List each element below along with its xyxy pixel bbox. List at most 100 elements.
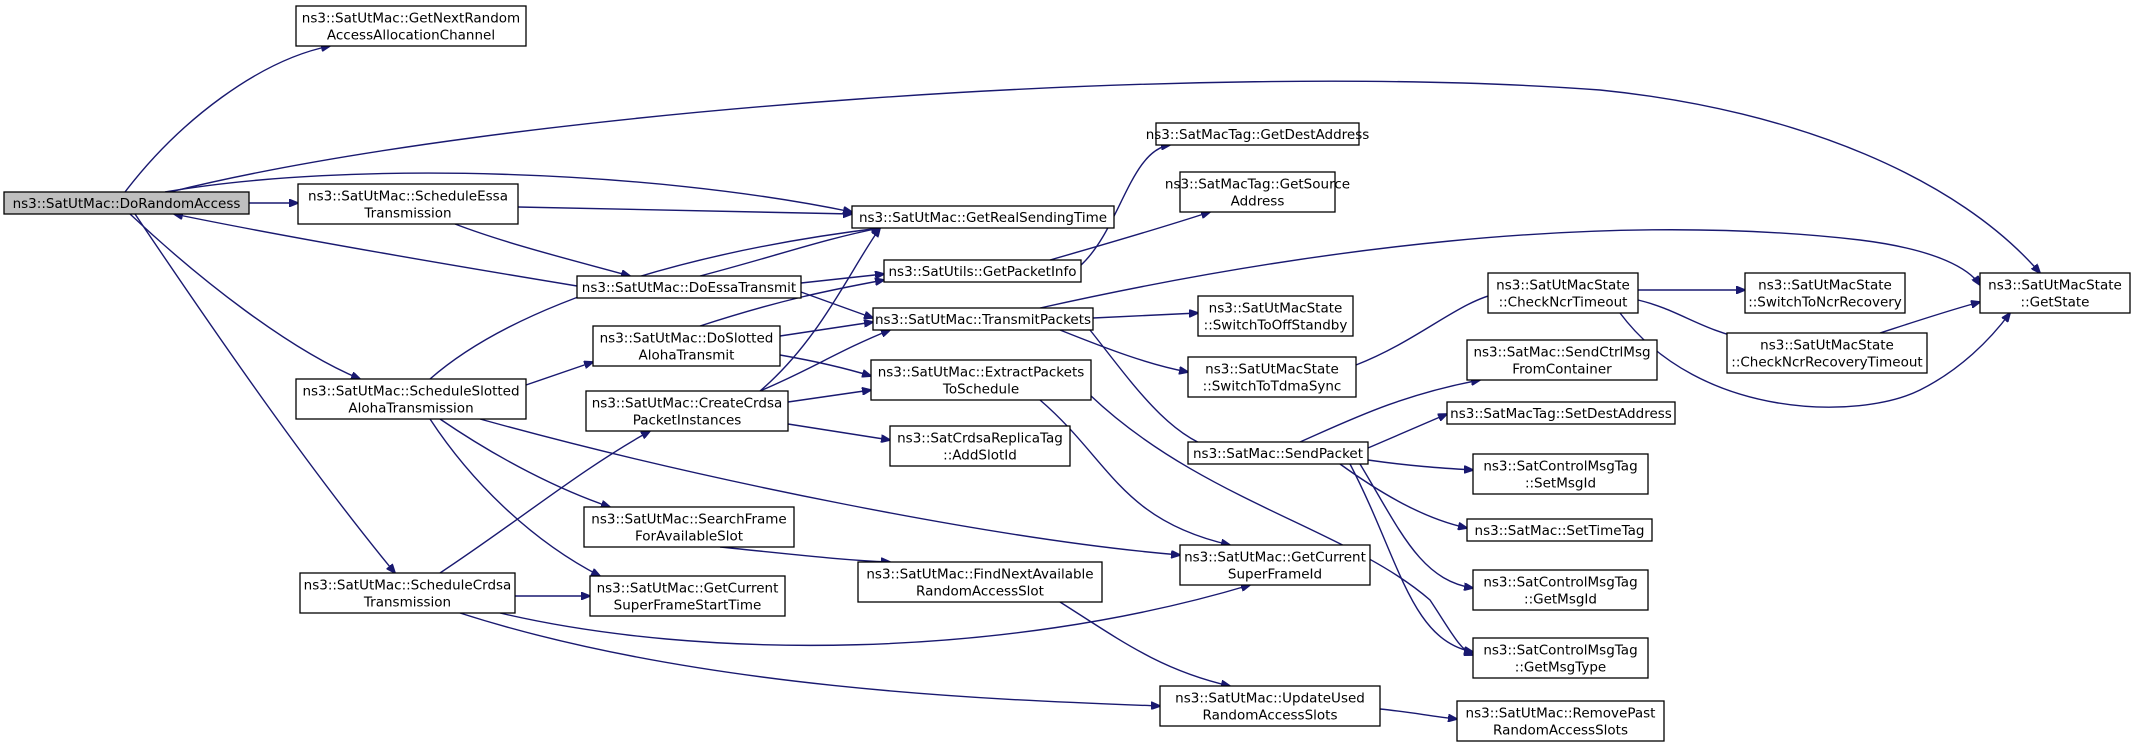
call-edge [800,291,873,318]
call-edge [719,546,890,562]
call-edge-n4-to-n7 [454,223,630,276]
node-box [1979,272,2131,314]
function-node[interactable]: ns3::SatUtMac::GetCurrentSuperFrameStart… [589,575,786,617]
function-node[interactable]: ns3::SatUtMacState::CheckNcrTimeout [1487,272,1639,314]
function-node[interactable]: ns3::SatMac::SetTimeTag [1466,518,1653,542]
function-node[interactable]: ns3::SatUtMacState::CheckNcrRecoveryTime… [1726,332,1928,374]
call-edge-n5-to-n16 [439,418,610,507]
call-edge [1092,313,1198,319]
node-label-line: ns3::SatMacTag::SetDestAddress [1450,406,1672,422]
call-edge-n8-to-n11 [1049,212,1210,261]
node-box [857,561,1103,603]
node-label-line: ns3::SatMac::SendCtrlMsg [1473,345,1650,361]
node-label-line: ns3::SatUtMac::ScheduleEssa [308,189,508,205]
call-edge [699,280,884,327]
function-node[interactable]: ns3::SatUtMac::CreateCrdsaPacketInstance… [585,390,789,432]
function-node[interactable]: ns3::SatMacTag::GetDestAddress [1146,122,1370,146]
call-edge [479,418,1180,555]
call-edge-n26-to-n2 [1879,302,1980,334]
node-box [889,425,1071,467]
node-box [1466,518,1653,542]
function-node[interactable]: ns3::SatUtMac::GetNextRandomAccessAlloca… [295,5,527,47]
call-edge [699,228,880,277]
call-edge-n18-to-n20 [1059,601,1230,686]
call-edge-n7-to-n3 [699,228,880,277]
function-node[interactable]: ns3::SatControlMsgTag::GetMsgId [1472,569,1649,611]
node-label-line: ns3::SatUtils::GetPacketInfo [889,264,1077,280]
node-label-line: ::SwitchToOffStandby [1204,318,1348,334]
function-node[interactable]: ns3::SatUtMac::SearchFrameForAvailableSl… [583,506,795,548]
function-node[interactable]: ns3::SatCrdsaReplicaTag::AddSlotId [889,425,1071,467]
node-box [1155,122,1360,146]
call-edge [1039,399,1230,545]
node-label-line: ns3::SatUtMac::RemovePast [1466,706,1656,722]
function-node[interactable]: ns3::SatUtMacState::SwitchToOffStandby [1197,295,1354,337]
function-node[interactable]: ns3::SatControlMsgTag::SetMsgId [1472,453,1649,495]
call-edge-n9-to-n21 [1092,313,1198,319]
node-label-line: ns3::SatUtMac::GetCurrent [597,581,779,597]
function-node[interactable]: ns3::SatMacTag::SetDestAddress [1446,401,1676,425]
node-box [1472,569,1649,611]
function-node[interactable]: ns3::SatUtMacState::SwitchToNcrRecovery [1744,272,1906,314]
node-box [1187,441,1369,465]
node-box [583,506,795,548]
function-node[interactable]: ns3::SatUtMac::FindNextAvailableRandomAc… [857,561,1103,603]
function-node[interactable]: ns3::SatUtMac::DoEssaTransmit [576,275,802,299]
node-label-line: ns3::SatUtMac::GetNextRandom [302,11,520,27]
call-edge-n9-to-n22 [1059,329,1188,372]
call-edge [169,80,2040,273]
call-edge-n8-to-n10 [1079,145,1170,267]
function-node[interactable]: ns3::SatUtils::GetPacketInfo [883,259,1082,283]
call-edge-n14-to-n15 [787,423,890,440]
node-label-line: SuperFrameId [1228,567,1322,583]
function-node[interactable]: ns3::SatUtMacState::SwitchToTdmaSync [1187,356,1357,398]
call-edge-n12-to-n9 [779,322,873,337]
call-edge [499,585,1250,647]
function-node[interactable]: ns3::SatMac::SendPacket [1187,441,1369,465]
function-node[interactable]: ns3::SatUtMac::GetRealSendingTime [851,205,1115,229]
node-box [3,191,250,215]
function-node[interactable]: ns3::SatUtMac::UpdateUsedRandomAccessSlo… [1159,685,1381,727]
node-label-line: ns3::SatUtMacState [1209,301,1343,317]
call-edge [1349,463,1473,652]
call-edge-n22-to-n23 [1355,293,1500,366]
node-box [883,259,1082,283]
call-edge-n14-to-n13 [787,390,871,403]
call-edge [429,418,600,576]
node-label-line: ns3::SatMac::SendPacket [1193,446,1363,462]
function-node[interactable]: ns3::SatUtMac::ScheduleSlottedAlohaTrans… [295,378,527,420]
function-nodes: ns3::SatUtMac::DoRandomAccessns3::SatUtM… [3,5,2131,742]
node-box [1179,171,1336,213]
node-label-line: ns3::SatUtMac::DoSlotted [600,331,774,347]
function-node[interactable]: ns3::SatUtMac::RemovePastRandomAccessSlo… [1456,700,1665,742]
function-node[interactable]: ns3::SatUtMacState::GetState [1979,272,2131,314]
root-function-node[interactable]: ns3::SatUtMac::DoRandomAccess [3,191,250,215]
call-edge [164,172,852,212]
call-edge [1059,601,1230,686]
node-label-line: ns3::SatUtMac::TransmitPackets [875,312,1091,328]
node-label-line: ns3::SatUtMac::ExtractPackets [878,365,1085,381]
node-box [1197,295,1354,337]
node-label-line: RandomAccessSlots [1202,708,1337,724]
call-edge-n14-to-n3 [759,228,880,392]
node-box [297,183,519,225]
node-box [1179,544,1371,586]
node-label-line: ns3::SatMacTag::GetDestAddress [1146,127,1370,143]
call-edge [800,274,884,284]
function-node[interactable]: ns3::SatControlMsgTag::GetMsgType [1472,637,1649,679]
node-label-line: ns3::SatUtMacState [1760,338,1894,354]
function-node[interactable]: ns3::SatUtMac::TransmitPackets [872,307,1094,331]
call-edge-n0-to-n3 [164,172,852,212]
node-box [1726,332,1928,374]
node-label-line: RandomAccessSlots [1493,723,1628,739]
call-edge-n12-to-n8 [699,280,884,327]
call-edge [1299,380,1480,443]
node-label-line: ::AddSlotId [943,448,1017,464]
